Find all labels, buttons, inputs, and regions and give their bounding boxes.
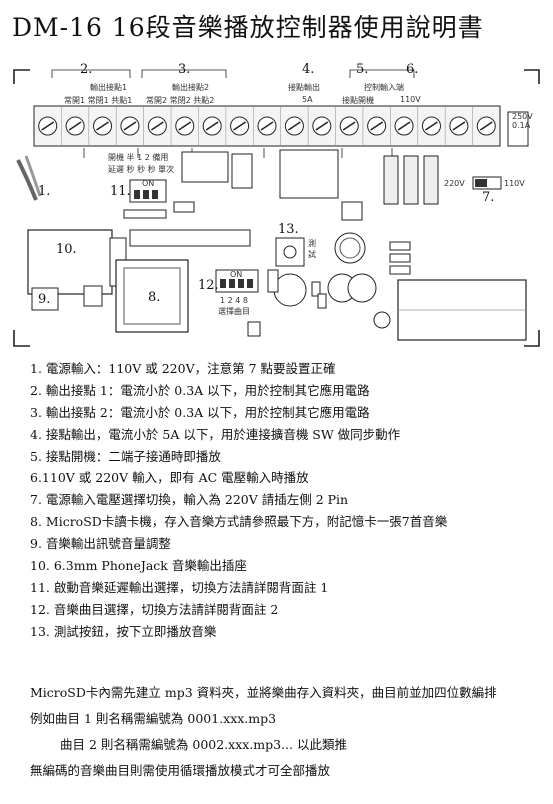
dip2-numbers: 1 2 4 8 — [220, 296, 248, 305]
delay-row-1: 開機 半 1 2 備用 — [108, 153, 169, 162]
screw-slot — [397, 121, 411, 131]
callout-4: 4. — [302, 62, 315, 77]
screw-slot — [315, 121, 329, 131]
screw-slot — [205, 121, 219, 131]
selector-220-label: 220V — [444, 179, 465, 188]
dip-switch-delay — [129, 179, 167, 203]
instruction-item: 7. 電源輸入電壓選擇切換，輸入為 220V 請插左側 2 Pin — [30, 492, 349, 508]
relay1-label: 輸出接點1 — [90, 83, 128, 92]
capacitor — [347, 273, 377, 303]
callout-8: 8. — [148, 290, 161, 305]
callout-1: 1. — [38, 184, 51, 199]
corner-mark — [13, 330, 30, 347]
screw-slot — [41, 121, 55, 131]
selector-110-label: 110V — [504, 179, 525, 188]
voltage-110-label: 110V — [400, 95, 421, 104]
screw-slot — [178, 121, 192, 131]
screw-slot — [123, 121, 137, 131]
power-wire — [16, 159, 38, 201]
corner-mark — [524, 330, 540, 347]
callout-3: 3. — [178, 62, 191, 77]
note-line: 無編碼的音樂曲目則需使用循環播放模式才可全部播放 — [30, 763, 331, 778]
callout-12: 12. — [198, 278, 219, 293]
screw-slot — [96, 121, 109, 131]
relay2-label: 輸出接點2 — [172, 83, 210, 92]
callout-7: 7. — [482, 190, 495, 205]
screw-slot — [287, 121, 301, 131]
instruction-item: 1. 電源輸入：110V 或 220V，注意第 7 點要設置正確 — [30, 361, 336, 376]
phone-jack — [27, 229, 127, 295]
instruction-item: 13. 測試按鈕，按下立即播放音樂 — [30, 623, 217, 639]
screw-slot — [342, 121, 356, 131]
dip-switch-track — [215, 269, 259, 293]
callout-11: 11. — [110, 184, 131, 199]
output-amp: 5A — [302, 95, 313, 104]
instruction-item: 2. 輸出接點 1：電流小於 0.3A 以下，用於控制其它應用電路 — [30, 382, 370, 398]
screw-slot — [370, 121, 384, 131]
dip1-on-label: ON — [142, 179, 155, 188]
board-diagram: 2. 3. 4. 5. 6. 1. 11. 10. 13. 7. 9. 8. 1… — [12, 60, 542, 352]
callout-2: 2. — [80, 62, 93, 77]
screw-slot — [68, 121, 82, 131]
corner-mark — [13, 69, 30, 84]
screw-slot — [233, 121, 247, 131]
dip2-on-label: ON — [230, 270, 243, 279]
relay2-terminals: 常開2 常閉2 共點2 — [146, 96, 215, 105]
sd-slot-rail — [129, 229, 251, 247]
control-input-label: 控制輸入端 — [364, 83, 404, 92]
note-line: 曲目 2 則名稱需編號為 0002.xxx.mp3... 以此類推 — [60, 737, 347, 752]
instruction-item: 8. MicroSD卡讀卡機，存入音樂方式請參照最下方，附記憶卡一張7首音樂 — [30, 514, 448, 530]
fuse-label: 250V 0.1A — [512, 112, 533, 130]
instruction-item: 3. 輸出接點 2：電流小於 0.3A 以下，用於控制其它應用電路 — [30, 404, 370, 420]
instruction-item: 11. 啟動音樂延遲輸出選擇，切換方法請詳閱背面註 1 — [30, 579, 329, 595]
callout-13: 13. — [278, 222, 299, 237]
callout-6: 6. — [406, 62, 419, 77]
note-line: 例如曲目 1 則名稱需編號為 0001.xxx.mp3 — [30, 711, 277, 726]
screw-slot — [452, 121, 466, 131]
output-label: 接點輸出 — [288, 83, 320, 92]
switch-label: 接點開機 — [342, 96, 374, 105]
screw-slot — [260, 121, 274, 131]
microsd-reader — [115, 259, 189, 333]
relay — [181, 151, 229, 183]
callout-9: 9. — [38, 292, 51, 307]
sd-card-notes: MicroSD卡內需先建立 mp3 資料夾，並將樂曲存入資料夾，曲目前並加四位數… — [30, 680, 545, 784]
screw-slot — [425, 121, 438, 131]
test-button-label: 測試 — [308, 239, 316, 259]
capacitor — [334, 232, 366, 264]
fuse — [507, 111, 529, 147]
pcb-drawing — [13, 69, 540, 347]
callout-10: 10. — [56, 242, 77, 257]
instruction-item: 5. 接點開機：二端子接通時即播放 — [30, 448, 221, 464]
transformer — [279, 149, 339, 199]
terminal-block — [33, 105, 501, 147]
callout-5: 5. — [356, 62, 369, 77]
instruction-item: 9. 音樂輸出訊號音量調整 — [30, 536, 171, 552]
capacitor — [273, 273, 307, 307]
dip2-caption: 選擇曲目 — [218, 307, 250, 316]
volume-pot — [31, 287, 59, 311]
instruction-item: 10. 6.3mm PhoneJack 音樂輸出插座 — [30, 558, 247, 574]
corner-mark — [524, 69, 540, 84]
relay1-terminals: 常開1 常閉1 共點1 — [64, 96, 133, 105]
delay-row-2: 延遲 秒 秒 秒 單次 — [108, 165, 175, 174]
instruction-item: 4. 接點輸出，電流小於 5A 以下，用於連接擴音機 SW 做同步動作 — [30, 426, 401, 442]
screw-slot — [479, 121, 493, 131]
note-line: MicroSD卡內需先建立 mp3 資料夾，並將樂曲存入資料夾，曲目前並加四位數… — [30, 685, 497, 700]
instruction-list: 1. 電源輸入：110V 或 220V，注意第 7 點要設置正確 2. 輸出接點… — [30, 358, 540, 643]
instruction-item: 6.110V 或 220V 輸入，即有 AC 電壓輸入時播放 — [30, 470, 309, 486]
document-title: DM-16 16段音樂播放控制器使用說明書 — [12, 13, 484, 42]
screw-slot — [150, 121, 164, 131]
instruction-item: 12. 音樂曲目選擇，切換方法請詳閱背面註 2 — [30, 601, 279, 617]
